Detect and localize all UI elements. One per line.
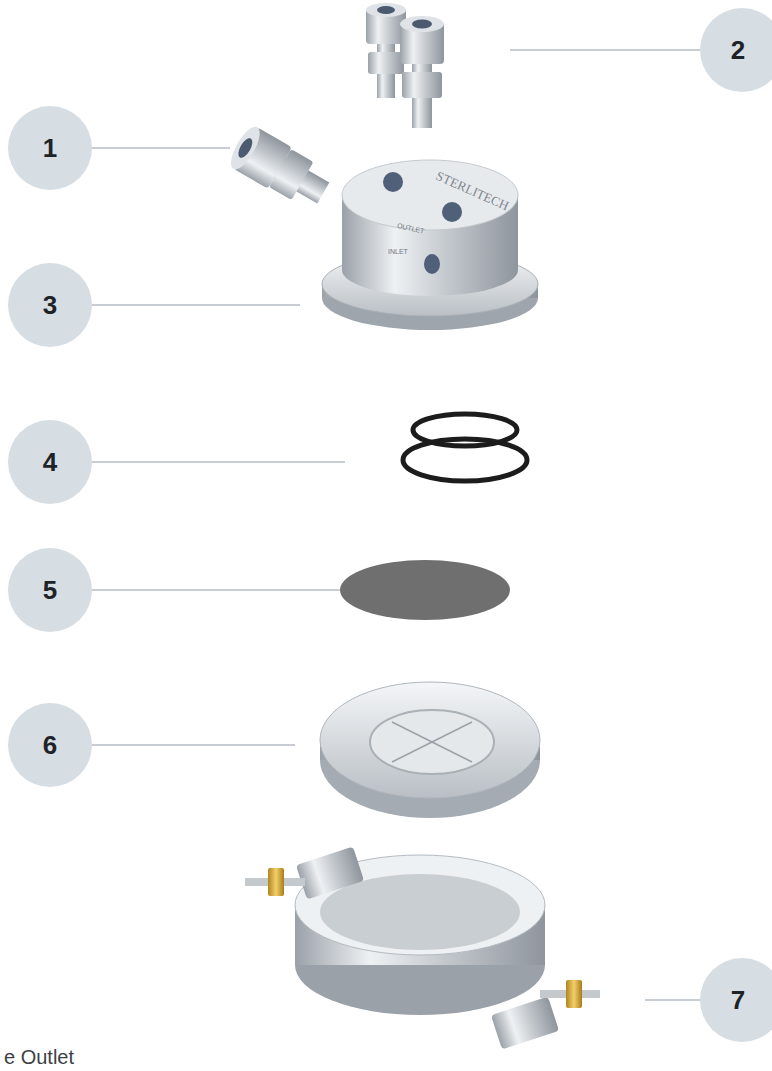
clamp xyxy=(245,847,600,1050)
callout-number: 5 xyxy=(43,575,57,606)
cell-cap xyxy=(322,160,538,330)
callout-circle: 6 xyxy=(8,703,92,787)
leader-lines xyxy=(92,50,700,1000)
callout-circle: 3 xyxy=(8,263,92,347)
callout-circle: 7 xyxy=(700,958,772,1042)
callout-number: 3 xyxy=(43,290,57,321)
callout-number: 4 xyxy=(43,447,57,478)
compression-fittings xyxy=(366,3,444,128)
cell-base xyxy=(320,682,540,818)
caption-fragment: e Outlet xyxy=(4,1046,74,1069)
inlet-fitting xyxy=(226,123,336,214)
callout-circle: 4 xyxy=(8,420,92,504)
o-rings xyxy=(403,414,527,481)
callout-number: 7 xyxy=(731,985,745,1016)
membrane xyxy=(340,560,510,620)
callout-circle: 2 xyxy=(700,8,772,92)
callout-number: 1 xyxy=(43,133,57,164)
callout-circle: 1 xyxy=(8,106,92,190)
callout-circle: 5 xyxy=(8,548,92,632)
port-label: INLET xyxy=(388,248,408,255)
callout-number: 6 xyxy=(43,730,57,761)
callout-number: 2 xyxy=(731,35,745,66)
